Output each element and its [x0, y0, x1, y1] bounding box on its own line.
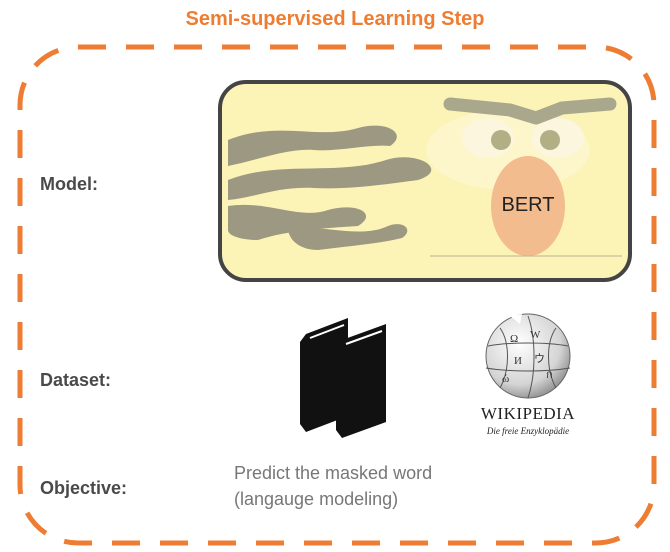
objective-description: Predict the masked word (langauge modeli…: [234, 460, 432, 512]
flames-icon: [228, 125, 432, 250]
wikipedia-globe-icon: Ω W И ウ ώ ก: [485, 313, 571, 399]
wikipedia-wordmark: WIKIPEDIA: [480, 404, 576, 423]
dataset-label: Dataset:: [40, 370, 112, 390]
diagram-title: Semi-supervised Learning Step: [185, 8, 485, 30]
svg-text:И: И: [514, 355, 522, 367]
eyebrow-icon: [443, 97, 617, 125]
svg-text:W: W: [530, 329, 541, 341]
objective-line-2: (langauge modeling): [234, 489, 399, 509]
svg-text:ก: ก: [546, 369, 553, 381]
svg-text:ώ: ώ: [502, 373, 509, 385]
wikipedia-tagline: Die freie Enzyklopädie: [486, 426, 570, 436]
svg-text:ウ: ウ: [534, 352, 545, 365]
svg-text:Ω: Ω: [510, 333, 518, 345]
nose-icon: [491, 156, 565, 256]
objective-label: Objective:: [40, 478, 128, 498]
right-eye-icon: [532, 118, 584, 158]
bert-model-card: [218, 80, 632, 282]
objective-line-1: Predict the masked word: [234, 463, 433, 483]
left-eye-icon: [462, 118, 514, 158]
books-icon: [300, 318, 386, 438]
bert-label: BERT: [501, 194, 555, 216]
model-label: Model:: [40, 174, 98, 194]
